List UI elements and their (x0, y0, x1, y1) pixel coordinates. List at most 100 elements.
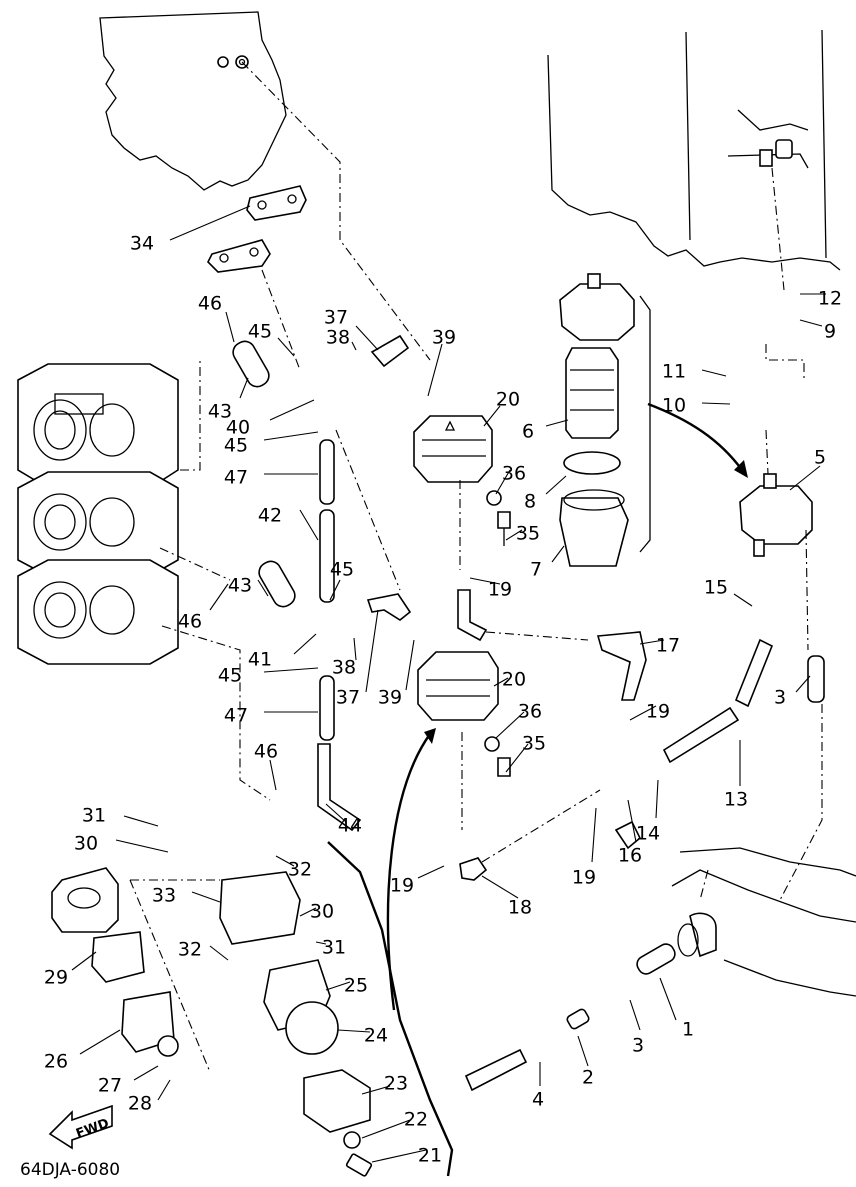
carburetor-bottom (17, 559, 179, 665)
callout-c7: 7 (530, 559, 542, 581)
callout-c43a: 43 (208, 401, 232, 423)
callout-c20b: 20 (502, 669, 526, 691)
fuel-pump-upper (413, 415, 511, 546)
callout-c46b: 46 (178, 611, 202, 633)
callout-c45d: 45 (218, 665, 242, 687)
callout-c14: 14 (636, 823, 660, 845)
leader-line-c7 (551, 545, 565, 563)
callout-c39a: 39 (432, 327, 456, 349)
callout-c4: 4 (532, 1089, 544, 1111)
leader-line-c32b (209, 945, 229, 961)
callout-c33: 33 (152, 885, 176, 907)
carburetor-middle (17, 471, 179, 577)
callout-c19b: 19 (646, 701, 670, 723)
leader-line-c46a (225, 311, 235, 343)
callout-c9: 9 (824, 321, 836, 343)
callout-numbers: 1233456789101112131415161718191919192020… (44, 233, 842, 1167)
drawing-code: 64DJA-6080 (20, 1160, 120, 1180)
callout-c27: 27 (98, 1075, 122, 1097)
leader-line-c44 (325, 803, 347, 823)
leader-line-c17 (639, 639, 665, 645)
leader-line-c5 (789, 465, 821, 491)
callout-c46c: 46 (254, 741, 278, 763)
callout-c37a: 37 (324, 307, 348, 329)
leader-line-c20a (483, 405, 501, 427)
leader-line-c27 (133, 1065, 159, 1081)
callout-c30b: 30 (310, 901, 334, 923)
callout-c19c: 19 (572, 867, 596, 889)
leader-line-c18 (481, 875, 519, 899)
callout-c35a: 35 (516, 523, 540, 545)
leader-line-c41 (293, 633, 317, 655)
leader-line-c46b (209, 583, 229, 611)
leader-line-c19c (591, 807, 597, 863)
callout-c13: 13 (724, 789, 748, 811)
hoses-and-fittings (232, 334, 825, 1092)
callout-c34: 34 (130, 233, 154, 255)
callout-c8: 8 (524, 491, 536, 513)
callout-c3a: 3 (632, 1035, 644, 1057)
callout-c42: 42 (258, 505, 282, 527)
leader-line-c35a (505, 529, 523, 541)
leader-line-c30b (299, 907, 317, 917)
leader-line-c35b (505, 743, 529, 773)
leader-line-c39a (427, 343, 443, 397)
callout-c28: 28 (128, 1093, 152, 1115)
callout-c22: 22 (404, 1109, 428, 1131)
leader-line-c19d (417, 865, 445, 879)
leader-line-c34 (169, 205, 251, 241)
leader-line-c2 (577, 1035, 589, 1067)
leader-line-c11 (701, 369, 727, 377)
callout-c1: 1 (682, 1019, 694, 1041)
callout-c32b: 32 (178, 939, 202, 961)
callout-c17: 17 (656, 635, 680, 657)
leader-line-c33 (191, 891, 221, 903)
fuel-pump-lower (417, 651, 511, 777)
callout-c23: 23 (384, 1073, 408, 1095)
callout-c40: 40 (226, 417, 250, 439)
callout-c45c: 45 (330, 559, 354, 581)
leader-line-c31b (315, 941, 327, 945)
leader-line-c19a (469, 577, 501, 585)
callout-leader-lines (71, 205, 826, 1163)
callout-c21: 21 (418, 1145, 442, 1167)
fwd-arrow: FWD (48, 1104, 113, 1150)
callout-c10: 10 (662, 395, 686, 417)
leader-line-c40 (269, 399, 315, 421)
callout-c5: 5 (814, 447, 826, 469)
callout-c45a: 45 (248, 321, 272, 343)
leader-line-c20b (493, 677, 509, 687)
fuel-filter-right (739, 473, 813, 557)
leader-line-c32a (275, 855, 295, 867)
leader-line-c23 (361, 1085, 391, 1095)
callout-c12: 12 (818, 288, 842, 310)
callout-c30a: 30 (74, 833, 98, 855)
leader-line-c38a (351, 341, 357, 351)
leader-line-c31a (123, 815, 159, 827)
connection-lines (129, 61, 823, 1073)
callout-c38a: 38 (326, 327, 350, 349)
leader-line-c14 (655, 779, 659, 819)
leader-line-c6 (545, 419, 569, 427)
engine-block-outline (547, 29, 841, 271)
leader-line-c26 (79, 1029, 121, 1055)
callout-c19a: 19 (488, 579, 512, 601)
leader-line-c30a (115, 839, 169, 853)
leader-line-c21 (371, 1149, 427, 1163)
callout-c31b: 31 (322, 937, 346, 959)
leader-line-c43b (257, 579, 269, 597)
leader-line-c28 (157, 1079, 171, 1101)
leader-line-c45c (329, 579, 341, 601)
leader-line-c45b (263, 431, 319, 441)
callout-c43b: 43 (228, 575, 252, 597)
leader-line-c45d (263, 667, 319, 673)
callout-c16: 16 (618, 845, 642, 867)
callout-c46a: 46 (198, 293, 222, 315)
callout-c25: 25 (344, 975, 368, 997)
callout-c38b: 38 (332, 657, 356, 679)
flow-arrows (327, 402, 748, 1177)
leader-line-c25 (325, 981, 351, 991)
callout-c45b: 45 (224, 435, 248, 457)
callout-c39b: 39 (378, 687, 402, 709)
callout-c47b: 47 (224, 705, 248, 727)
